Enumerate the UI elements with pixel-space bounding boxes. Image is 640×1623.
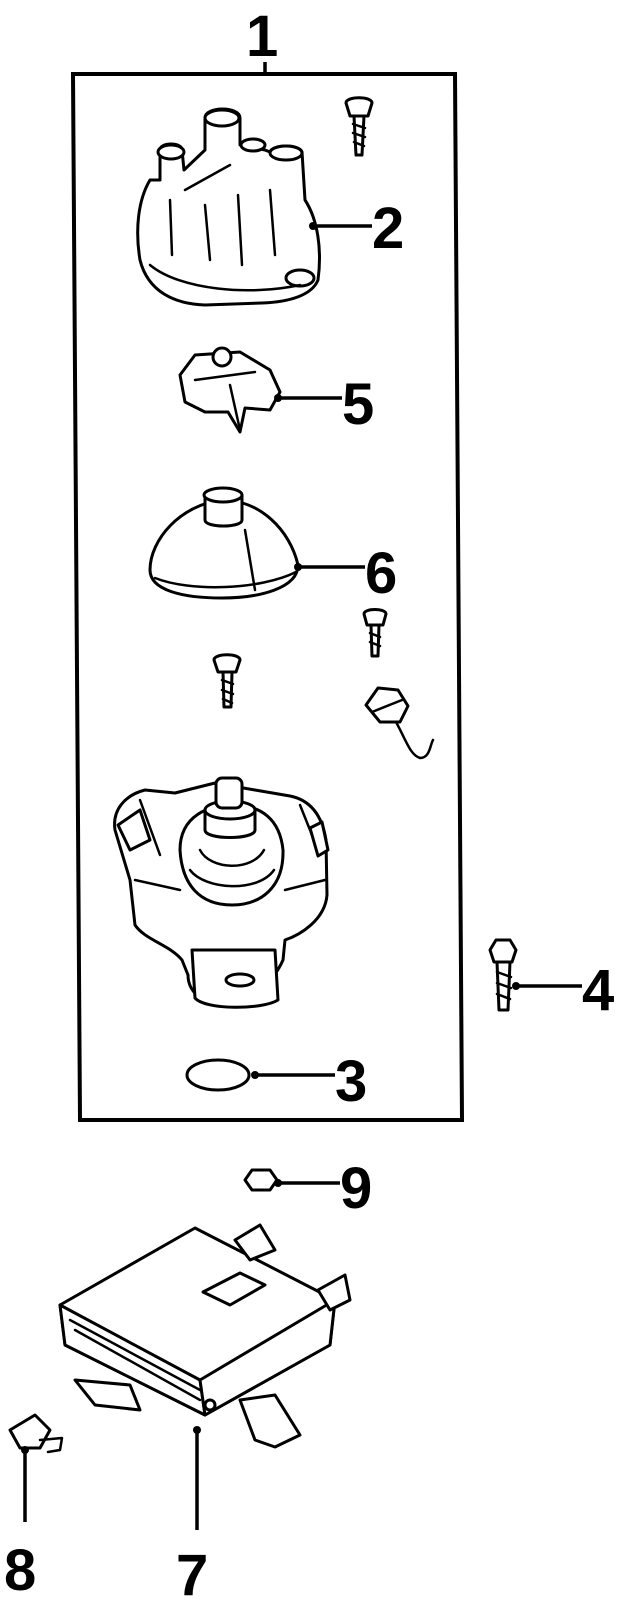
callout-2: 2 [372,196,404,261]
cap-screw [344,96,374,157]
callout-6: 6 [365,541,397,606]
pickup-connector [364,686,435,760]
callout-5: 5 [342,372,374,437]
distributor-cap [136,107,321,307]
callout-7: 7 [176,1543,208,1608]
clip [8,1413,64,1454]
callout-1: 1 [246,4,278,69]
nut [243,1168,279,1192]
callout-4: 4 [582,958,614,1023]
rotor [178,346,282,434]
callout-9: 9 [340,1156,372,1221]
distributor-housing [113,776,330,1009]
callout-3: 3 [335,1049,367,1114]
small-screw-upper [362,608,388,658]
bolt [488,938,518,1012]
assembly-box [70,62,465,1122]
dust-cover [148,486,300,600]
ignition-module [58,1223,352,1449]
small-screw-lower [212,653,242,709]
o-ring [185,1058,251,1092]
callout-8: 8 [4,1538,36,1603]
